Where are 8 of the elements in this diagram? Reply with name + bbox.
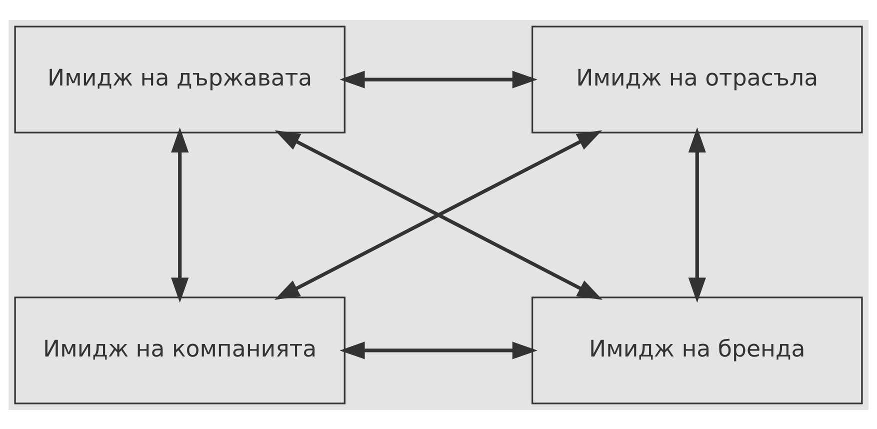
- node-box: Имидж на бренда: [532, 296, 863, 404]
- node-box: Имидж на отрасъла: [532, 25, 863, 133]
- node-box: Имидж на компанията: [14, 296, 346, 404]
- arrow: [340, 341, 538, 359]
- arrow: [340, 70, 538, 88]
- arrow: [171, 126, 189, 302]
- arrow: [688, 126, 706, 302]
- node-box: Имидж на държавата: [14, 25, 346, 133]
